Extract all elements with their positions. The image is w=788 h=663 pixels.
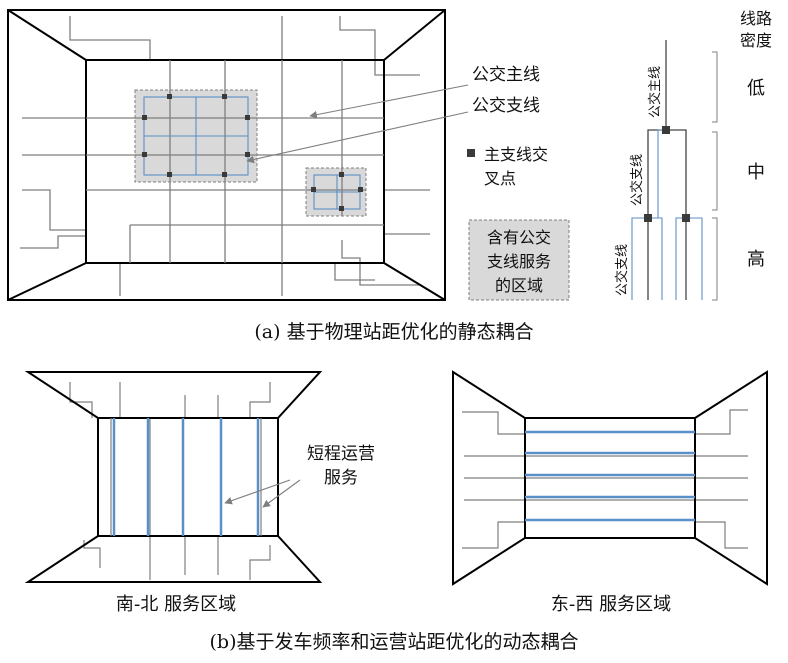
arrow-branch-line xyxy=(246,111,469,164)
density-brackets xyxy=(712,51,718,301)
arrow-short-service-2 xyxy=(262,479,301,508)
legend-a: 公交主线 公交支线 主支线交 叉点 含有公交 支线服务 的区域 xyxy=(467,65,570,301)
arrow-short-service-1 xyxy=(224,479,291,505)
ns-service-outlines xyxy=(110,418,262,536)
legend-zone-label-3: 的区域 xyxy=(495,276,543,295)
legend-intersection-label-2: 叉点 xyxy=(484,169,516,188)
legend-zone-swatch xyxy=(468,219,570,301)
ns-zone-label: 南-北 服务区域 xyxy=(116,594,236,615)
ew-outer-lines xyxy=(462,409,748,549)
outer-frame xyxy=(7,9,446,301)
density-mid: 中 xyxy=(747,162,765,183)
ns-short-service-lines xyxy=(112,418,260,536)
intersection-nodes xyxy=(142,94,363,211)
ew-inner-lines xyxy=(525,455,695,501)
ew-short-service-lines xyxy=(525,430,695,522)
caption-b: (b)基于发车频率和运营站距优化的动态耦合 xyxy=(210,631,579,653)
tree-label-branch-1: 公交支线 xyxy=(629,154,645,206)
ns-outer-lines xyxy=(69,382,271,580)
ew-zone-label: 东-西 服务区域 xyxy=(551,594,671,615)
legend-intersection-label-1: 主支线交 xyxy=(484,145,548,164)
panel-a-diagram xyxy=(7,9,469,301)
short-service-label-1: 短程运营 xyxy=(307,444,375,464)
density-title-2: 密度 xyxy=(740,31,772,50)
ns-frame xyxy=(24,371,323,583)
legend-zone-label-1: 含有公交 xyxy=(487,228,551,247)
legend-branch-line-label: 公交支线 xyxy=(472,96,540,116)
tree-branch-lines xyxy=(631,129,703,300)
tree-nodes xyxy=(644,126,690,222)
density-tree: 线路 密度 低 中 高 公交主线 公交支线 公交支线 xyxy=(614,9,772,301)
density-high: 高 xyxy=(747,249,765,270)
tree-label-branch-2: 公交支线 xyxy=(614,244,630,296)
legend-main-line-label: 公交主线 xyxy=(472,65,540,85)
short-service-label-2: 服务 xyxy=(324,468,358,488)
panel-ew-diagram: 东-西 服务区域 xyxy=(452,370,768,615)
legend-zone-label-2: 支线服务 xyxy=(487,252,551,271)
outer-bus-lines xyxy=(20,16,430,296)
tree-label-main: 公交主线 xyxy=(647,66,663,118)
caption-a: (a) 基于物理站距优化的静态耦合 xyxy=(254,321,533,343)
panel-ns-diagram: 短程运营 服务 南-北 服务区域 xyxy=(24,371,375,615)
arrow-main-line xyxy=(309,84,469,119)
density-title-1: 线路 xyxy=(740,9,772,28)
density-low: 低 xyxy=(747,78,765,99)
legend-intersection-marker xyxy=(467,149,475,157)
